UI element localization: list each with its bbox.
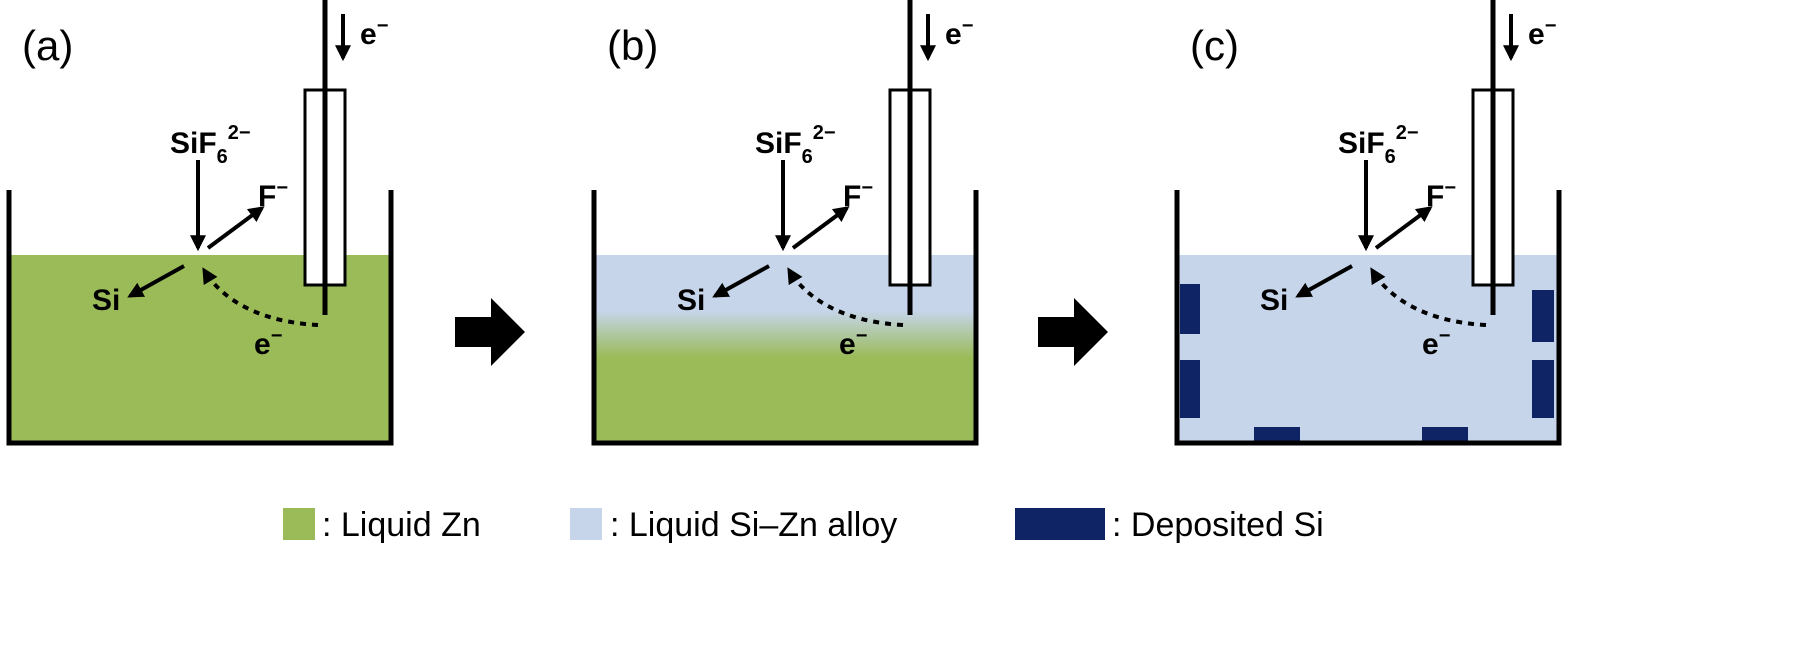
sif6-ion-label: SiF62−: [170, 122, 251, 168]
sif6-ion-label: SiF62−: [755, 122, 836, 168]
legend-swatch-liquid-zn: [283, 508, 315, 540]
fluoride-label: F−: [1426, 177, 1456, 213]
panel-gradient: (b)e−SiF62−F−Sie−: [591, 0, 979, 446]
fluoride-arrow: [791, 206, 850, 250]
panel-label: (a): [22, 22, 73, 69]
electron-path-charge: −: [1439, 325, 1451, 347]
sif6-subscript: 6: [1385, 146, 1396, 168]
deposited-si-block: [1180, 360, 1200, 418]
fluoride-arrow: [1374, 206, 1433, 250]
sif6-charge: 2−: [228, 122, 251, 144]
crucible: [1174, 190, 1562, 446]
panel-alloy-deposit: (c)e−SiF62−F−Sie−: [1174, 0, 1562, 446]
deposited-si-block: [1254, 427, 1300, 442]
fluoride-label: F−: [843, 177, 873, 213]
sif6-charge: 2−: [813, 122, 836, 144]
legend-label-liquid-alloy: : Liquid Si–Zn alloy: [610, 506, 897, 544]
deposited-si-block: [1180, 284, 1200, 334]
electron-in-label: e−: [945, 15, 973, 51]
electron-in-charge: −: [377, 15, 389, 37]
deposited-si-block: [1532, 360, 1554, 418]
legend-swatch-deposited-si: [1015, 508, 1105, 540]
crucible: [6, 190, 394, 446]
legend: : Liquid Zn : Liquid Si–Zn alloy : Deposit…: [283, 506, 1324, 544]
fluoride-charge: −: [276, 177, 288, 199]
silicon-label: Si: [1260, 284, 1288, 317]
silicon-label: Si: [92, 284, 120, 317]
electron-path-dotted: [1370, 267, 1487, 327]
legend-label-deposited-si: : Deposited Si: [1112, 506, 1324, 544]
panel-label: (b): [607, 22, 658, 69]
fluoride-label: F−: [258, 177, 288, 213]
electron-in-label: e−: [360, 15, 388, 51]
electron-path-dotted: [202, 267, 319, 327]
silicon-arrow: [127, 264, 185, 298]
silicon-label: Si: [677, 284, 705, 317]
electron-path-charge: −: [856, 325, 868, 347]
silicon-arrow: [712, 264, 770, 298]
crucible: [591, 190, 979, 446]
sif6-subscript: 6: [217, 146, 228, 168]
electron-in-charge: −: [962, 15, 974, 37]
fluoride-charge: −: [861, 177, 873, 199]
legend-swatch-liquid-alloy: [570, 508, 602, 540]
deposited-si-blocks: [1180, 284, 1554, 442]
panel-zn: (a)e−SiF62−F−Sie−: [6, 0, 394, 446]
transition-arrows: [455, 298, 1108, 366]
deposited-si-block: [1422, 427, 1468, 442]
fluoride-charge: −: [1444, 177, 1456, 199]
transition-arrow: [1038, 298, 1108, 366]
sif6-subscript: 6: [802, 146, 813, 168]
electron-in-charge: −: [1545, 15, 1557, 37]
fluoride-arrow: [206, 206, 265, 250]
sif6-ion-label: SiF62−: [1338, 122, 1419, 168]
sif6-charge: 2−: [1396, 122, 1419, 144]
electron-in-label: e−: [1528, 15, 1556, 51]
legend-label-liquid-zn: : Liquid Zn: [322, 506, 481, 544]
transition-arrow: [455, 298, 525, 366]
deposited-si-block: [1532, 290, 1554, 342]
electron-path-dotted: [787, 267, 904, 327]
silicon-arrow: [1295, 264, 1353, 298]
panel-label: (c): [1190, 22, 1239, 69]
electron-path-charge: −: [271, 325, 283, 347]
